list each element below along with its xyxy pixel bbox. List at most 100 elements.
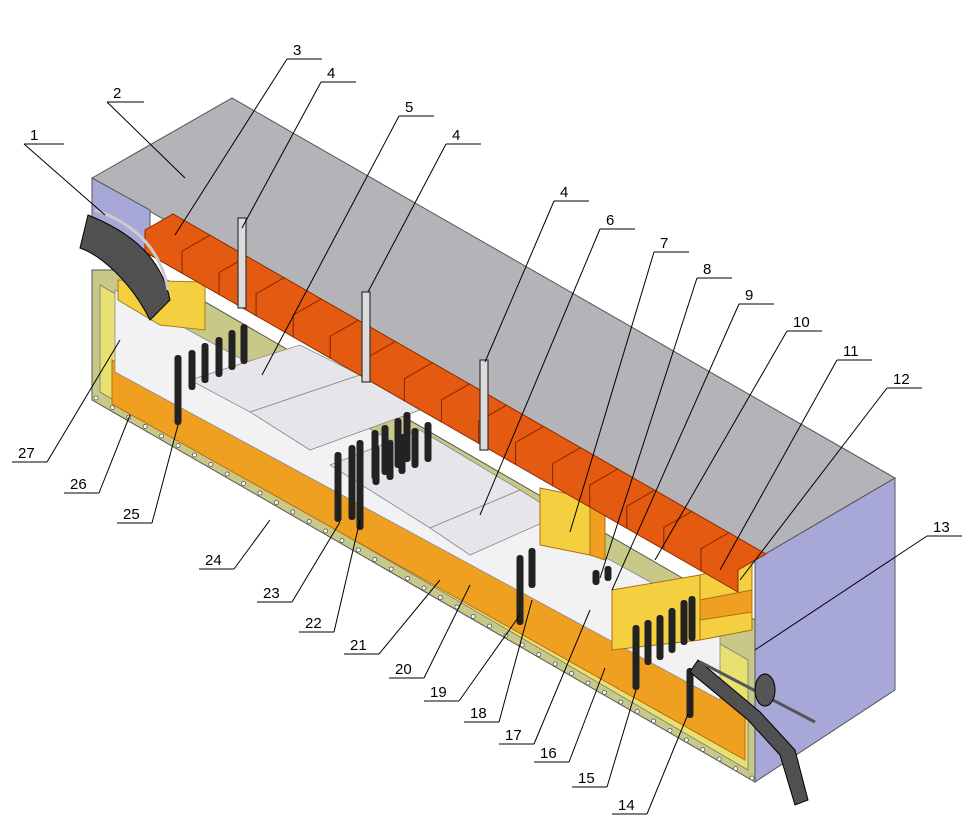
shell-bolt (405, 576, 411, 581)
shell-bolt (388, 566, 394, 572)
heater-tube (372, 445, 380, 485)
shell-bolt (110, 405, 115, 410)
callout-23: 23 (257, 521, 341, 603)
heater-tube (356, 440, 364, 530)
callout-11: 11 (719, 343, 872, 571)
callout-number: 1 (30, 127, 38, 144)
callout-6: 6 (479, 212, 635, 516)
callout-number: 7 (660, 235, 668, 252)
shell-bolt (290, 509, 296, 515)
callout-number: 6 (606, 212, 614, 229)
callout-number: 14 (618, 797, 635, 814)
callout-22: 22 (299, 519, 361, 633)
shell-bolt (355, 547, 361, 553)
shell-bolt (602, 690, 607, 695)
callout-number: 16 (540, 745, 557, 762)
heater-tube (688, 596, 696, 641)
shell-bolt (618, 699, 624, 705)
heater-tube (680, 600, 688, 645)
callout-leader-line (606, 689, 637, 788)
callout-25: 25 (117, 424, 179, 524)
shell-bolt (716, 756, 722, 762)
callout-number: 11 (843, 343, 859, 360)
callout-26: 26 (64, 414, 131, 494)
callout-4: 4 (241, 65, 356, 229)
callout-leader-line (378, 579, 441, 655)
callout-number: 21 (350, 637, 367, 654)
callout-number: 3 (293, 42, 301, 59)
callout-leader-line (569, 251, 655, 533)
shell-bolt (273, 500, 279, 505)
shell-bolt (700, 747, 706, 752)
callout-16: 16 (534, 667, 606, 763)
shell-bolt (421, 585, 427, 591)
shell-bolt (159, 433, 165, 439)
callout-leader-line (46, 339, 121, 463)
callout-leader-line (754, 535, 928, 651)
callout-17: 17 (499, 609, 591, 745)
heater-tube (334, 452, 342, 522)
heater-tube (215, 337, 223, 377)
shell-bolt (536, 652, 542, 657)
shell-bolt (470, 614, 476, 619)
holding-chamber-bricks (611, 559, 753, 651)
shell-bolt (208, 462, 214, 467)
heater-tube (592, 570, 600, 585)
callout-leader-line (423, 584, 471, 679)
callout-5: 5 (261, 99, 434, 376)
thermocouples (237, 217, 489, 451)
callout-4: 4 (367, 127, 481, 293)
callout-leader-line (479, 228, 601, 516)
shell-bolt (191, 452, 197, 458)
callout-27: 27 (12, 339, 121, 463)
callout-leader-line (106, 101, 186, 179)
callout-number: 19 (430, 684, 447, 701)
shell-bolt (733, 766, 738, 771)
callout-leader-line (611, 303, 740, 591)
callout-layer: 1234445678910111213141516171819202122232… (12, 42, 962, 815)
heater-tube (386, 440, 394, 480)
heater-tube (201, 343, 209, 383)
partition-wall (539, 487, 606, 561)
callout-number: 22 (305, 615, 322, 632)
shell-bolt (142, 424, 148, 429)
callout-7: 7 (569, 235, 689, 533)
shell-bolt (224, 471, 230, 477)
shell-bolt (437, 595, 443, 600)
shell-bolt (372, 557, 378, 562)
callout-leader-line (719, 359, 838, 571)
heater-tube (228, 330, 236, 370)
heater-tube (528, 548, 536, 588)
callout-leader-line (458, 614, 521, 702)
shell-bolt (634, 709, 640, 714)
shell-bolt (487, 623, 493, 629)
shell-bolt (93, 395, 99, 401)
callout-12: 12 (739, 371, 922, 581)
shell-bolt (175, 443, 181, 448)
heater-tube (656, 615, 664, 660)
roof-brick (700, 532, 768, 593)
inlet-chute (79, 208, 171, 321)
callout-3: 3 (174, 42, 322, 236)
callout-number: 8 (703, 261, 711, 278)
callout-10: 10 (654, 314, 822, 561)
shell-bolt (552, 661, 558, 667)
callout-number: 26 (70, 476, 87, 493)
heater-tube (644, 620, 652, 665)
heater-tube (411, 428, 419, 468)
callout-leader-line (484, 200, 555, 363)
shell-bolt (257, 490, 263, 496)
callout-24: 24 (199, 519, 271, 570)
callout-leader-line (98, 414, 131, 494)
callout-leader-line (498, 599, 533, 723)
shell-bolt (520, 642, 525, 648)
shell-bolt (651, 718, 656, 724)
callout-leader-line (261, 115, 400, 376)
callout-number: 25 (123, 506, 140, 523)
shell-bolt (684, 737, 689, 743)
callout-number: 12 (893, 371, 910, 388)
shell-bolt (306, 519, 312, 524)
callout-number: 4 (452, 127, 460, 144)
callout-19: 19 (424, 614, 521, 702)
heater-tube (604, 566, 612, 581)
